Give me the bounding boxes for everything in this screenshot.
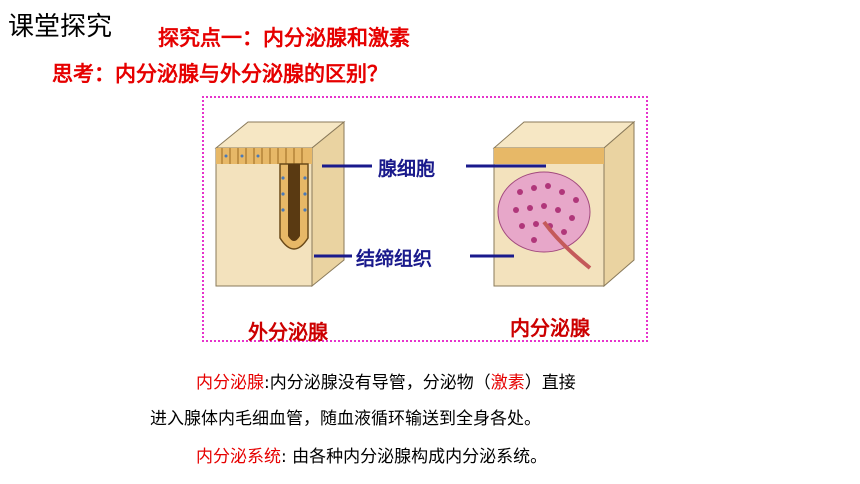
endocrine-text-b: ）直接 — [524, 373, 576, 393]
endocrine-definition-line2: 进入腺体内毛细血管，随血液循环输送到全身各处。 — [150, 409, 541, 429]
hormone-term: 激素 — [490, 373, 525, 393]
slide-title: 课堂探究 — [8, 12, 113, 42]
connective-tissue-label: 结缔组织 — [356, 244, 433, 271]
section-heading: 探究点一：内分泌腺和激素 — [158, 26, 410, 50]
endocrine-gland-illustration — [492, 120, 636, 288]
gland-cell-label: 腺细胞 — [378, 154, 436, 181]
endocrine-system-definition: 内分泌系统: 由各种内分泌腺构成内分泌系统。 — [196, 442, 547, 467]
system-term: 内分泌系统 — [196, 447, 281, 467]
question-text: 思考：内分泌腺与外分泌腺的区别？ — [52, 62, 388, 86]
exocrine-gland-label: 外分泌腺 — [248, 320, 328, 344]
endocrine-gland-label: 内分泌腺 — [510, 316, 590, 340]
endocrine-definition-line1: 内分泌腺:内分泌腺没有导管，分泌物（激素）直接 — [196, 368, 576, 393]
exocrine-gland-illustration — [214, 120, 346, 288]
endocrine-text-a: :内分泌腺没有导管，分泌物（ — [264, 373, 491, 393]
diagram-frame — [202, 96, 648, 342]
endocrine-term: 内分泌腺 — [196, 373, 264, 393]
system-text: : 由各种内分泌腺构成内分泌系统。 — [281, 447, 548, 467]
